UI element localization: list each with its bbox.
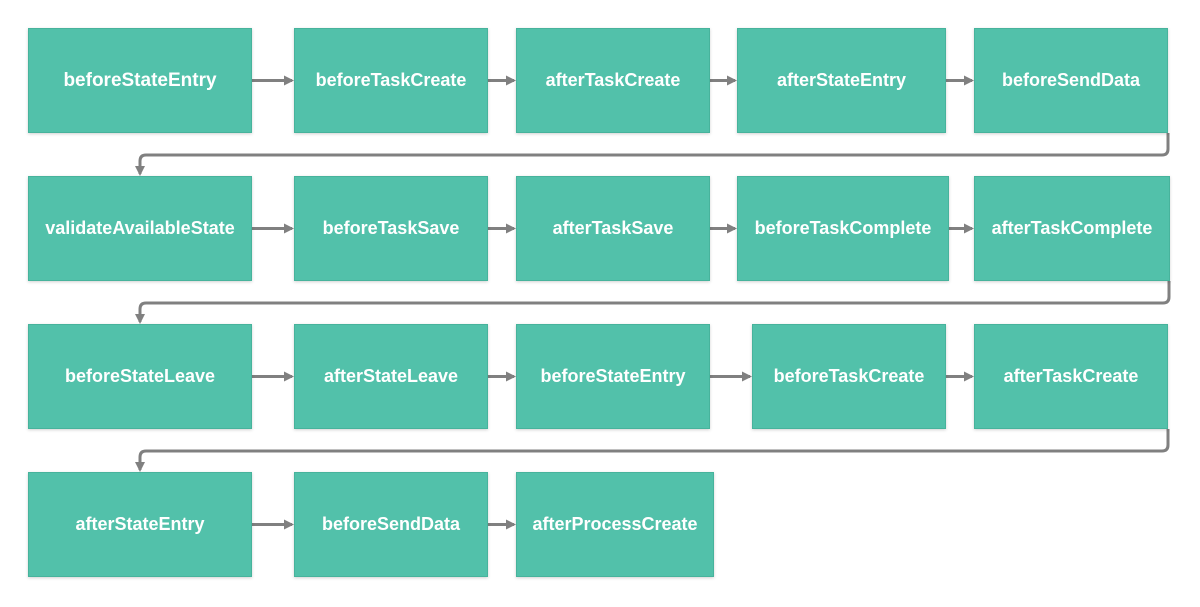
node-before-send-data-2[interactable]: beforeSendData <box>294 472 488 577</box>
node-before-send-data[interactable]: beforeSendData <box>974 28 1168 133</box>
node-label: beforeTaskCreate <box>773 366 925 386</box>
node-label: afterTaskComplete <box>991 218 1153 238</box>
node-label: afterProcessCreate <box>532 514 698 534</box>
connector-wrap-arrow <box>135 281 1171 324</box>
node-before-task-create-2[interactable]: beforeTaskCreate <box>752 324 946 429</box>
node-label: beforeStateEntry <box>540 366 686 386</box>
node-label: afterTaskSave <box>552 218 674 238</box>
node-before-task-create[interactable]: beforeTaskCreate <box>294 28 488 133</box>
node-label: afterStateLeave <box>323 366 459 386</box>
node-label: afterTaskCreate <box>545 70 681 90</box>
node-after-state-entry-2[interactable]: afterStateEntry <box>28 472 252 577</box>
node-after-task-create[interactable]: afterTaskCreate <box>516 28 710 133</box>
node-label: beforeTaskCreate <box>315 70 467 90</box>
node-label: beforeSendData <box>1001 70 1141 90</box>
node-label: beforeStateLeave <box>64 366 216 386</box>
node-after-task-complete[interactable]: afterTaskComplete <box>974 176 1170 281</box>
node-after-process-create[interactable]: afterProcessCreate <box>516 472 714 577</box>
node-after-state-entry[interactable]: afterStateEntry <box>737 28 946 133</box>
node-label: afterStateEntry <box>75 514 205 534</box>
node-after-task-save[interactable]: afterTaskSave <box>516 176 710 281</box>
node-label: afterStateEntry <box>776 70 907 90</box>
connector-wrap-arrow <box>135 133 1170 176</box>
node-before-state-entry[interactable]: beforeStateEntry <box>28 28 252 133</box>
node-after-task-create-2[interactable]: afterTaskCreate <box>974 324 1168 429</box>
node-before-task-complete[interactable]: beforeTaskComplete <box>737 176 949 281</box>
connector-wrap-arrow <box>135 429 1170 472</box>
node-before-task-save[interactable]: beforeTaskSave <box>294 176 488 281</box>
node-label: beforeTaskSave <box>322 218 460 238</box>
node-label: beforeSendData <box>321 514 461 534</box>
node-label: afterTaskCreate <box>1003 366 1139 386</box>
node-validate-available-state[interactable]: validateAvailableState <box>28 176 252 281</box>
node-before-state-entry-2[interactable]: beforeStateEntry <box>516 324 710 429</box>
node-before-state-leave[interactable]: beforeStateLeave <box>28 324 252 429</box>
node-label: beforeTaskComplete <box>754 218 932 238</box>
node-after-state-leave[interactable]: afterStateLeave <box>294 324 488 429</box>
node-label: beforeStateEntry <box>63 69 217 91</box>
node-label: validateAvailableState <box>45 218 235 238</box>
